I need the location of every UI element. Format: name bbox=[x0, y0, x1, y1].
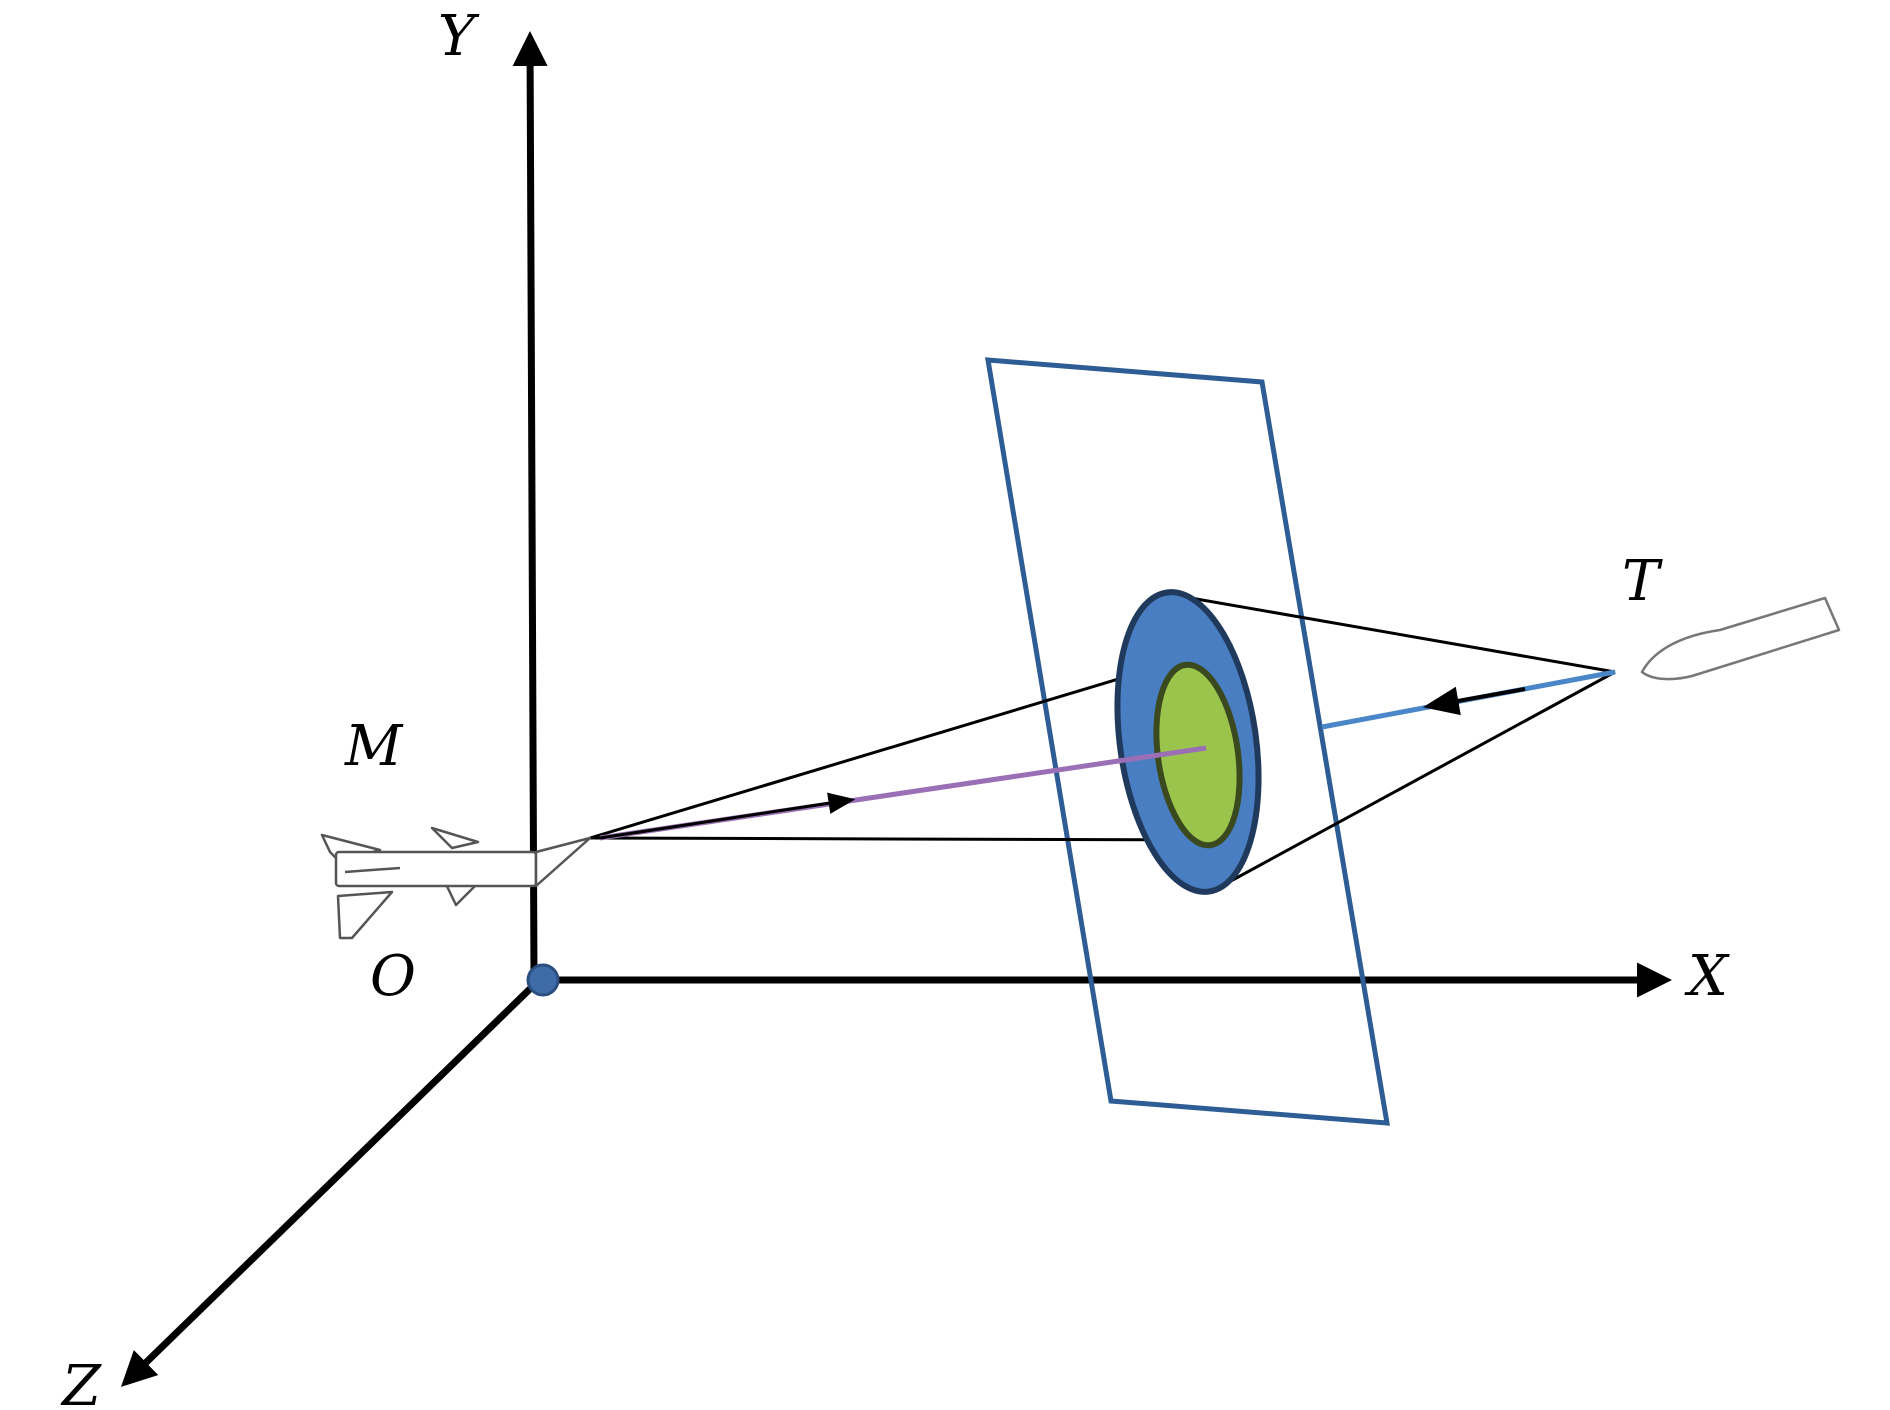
y-axis-label: Y bbox=[438, 4, 480, 69]
missile-velocity-arrow bbox=[599, 792, 856, 840]
missile-icon bbox=[320, 826, 592, 940]
seeker-field-core bbox=[1153, 661, 1243, 849]
origin-dot-icon bbox=[526, 963, 560, 997]
x-axis-label: X bbox=[1684, 944, 1730, 1009]
ship-icon bbox=[1640, 596, 1841, 681]
target-cone-upper bbox=[1184, 595, 1616, 674]
missile-cone-lower bbox=[589, 836, 1208, 842]
target-label: T bbox=[1622, 549, 1663, 614]
missile-label: M bbox=[344, 714, 404, 779]
target-velocity-arrow bbox=[1422, 686, 1526, 716]
z-axis-label: Z bbox=[60, 1354, 102, 1410]
z-axis bbox=[120, 982, 537, 1387]
target-cone-lower bbox=[1217, 670, 1616, 890]
missile-cone-upper bbox=[589, 663, 1166, 840]
y-axis bbox=[512, 31, 548, 981]
intercept-plane bbox=[985, 357, 1390, 1126]
origin-label: O bbox=[370, 944, 416, 1009]
